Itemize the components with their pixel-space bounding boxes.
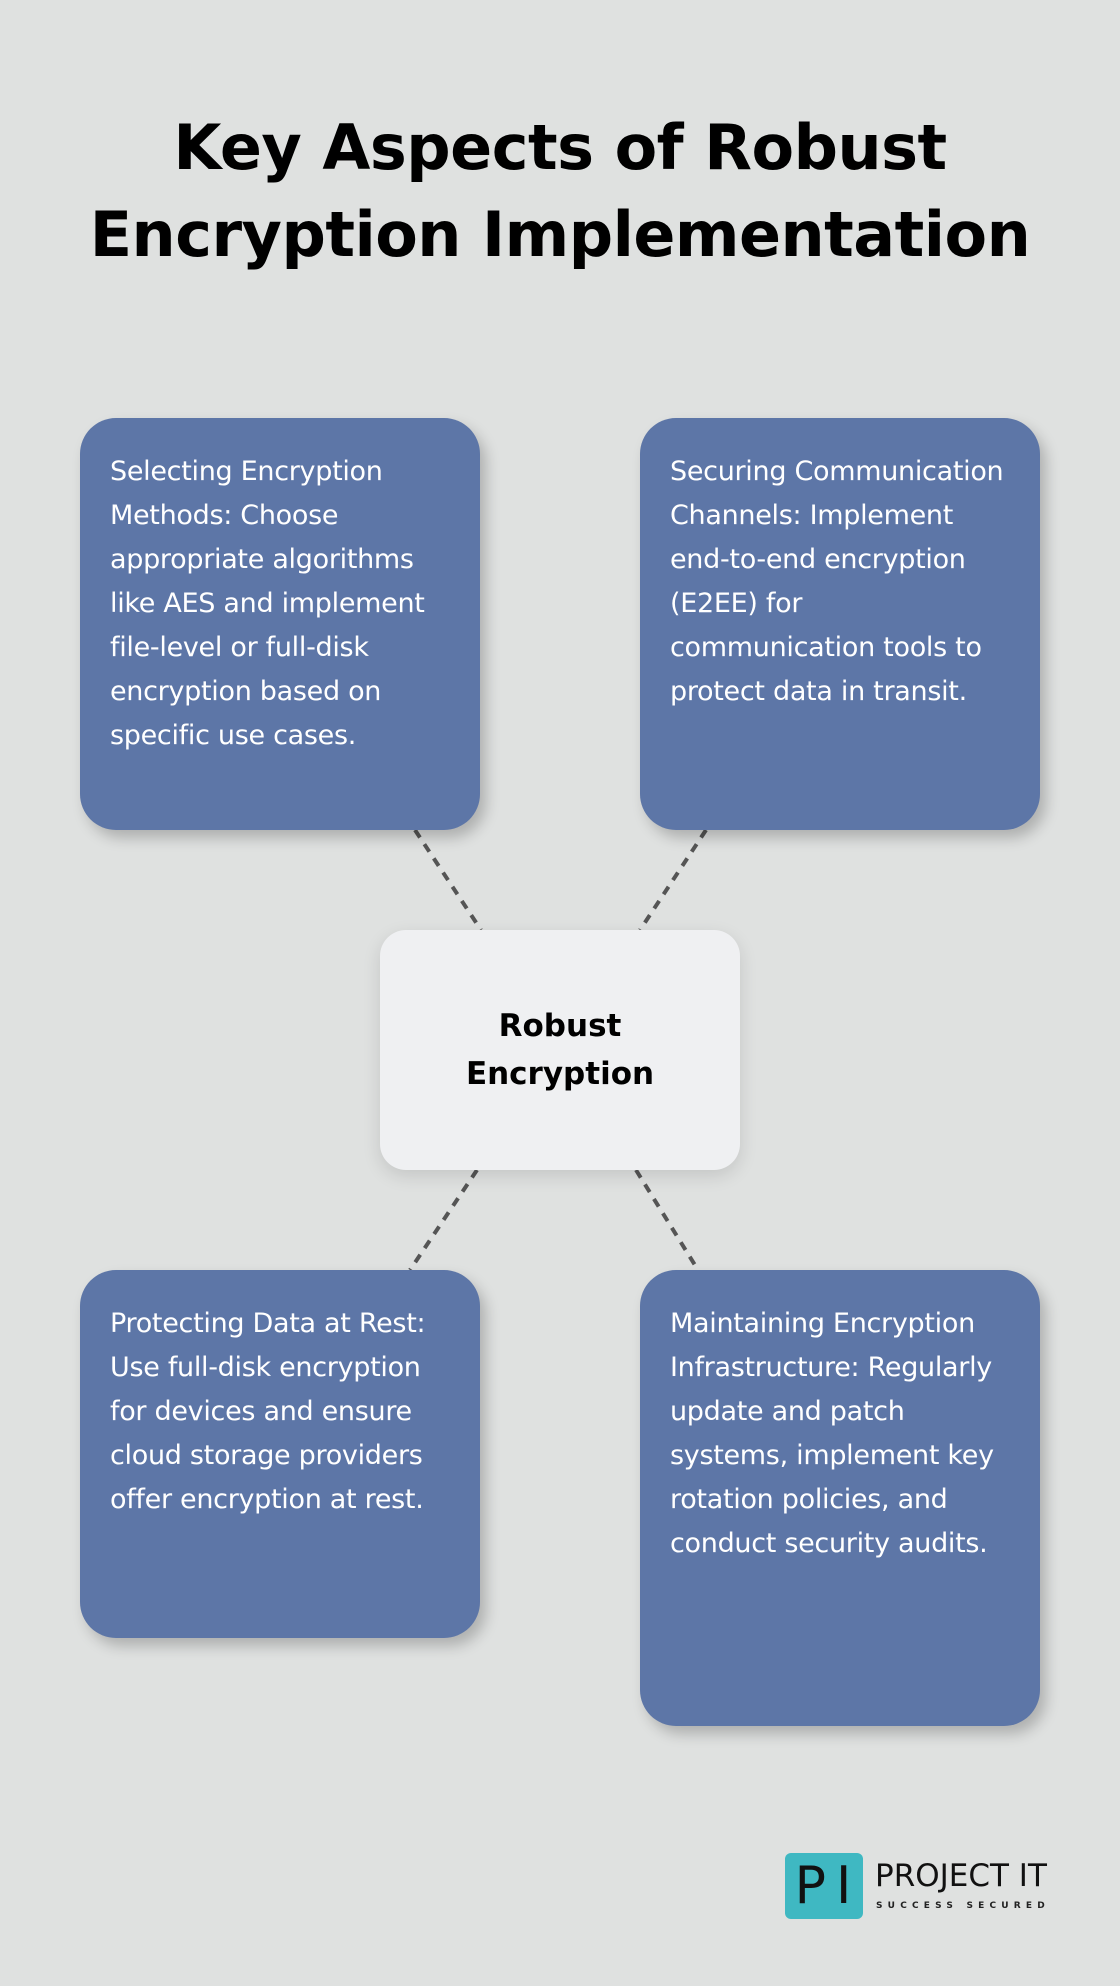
connector-top-right — [638, 828, 708, 932]
logo-tagline: SUCCESS SECURED — [876, 1901, 1050, 1911]
brand-logo: PI PROJECT IT SUCCESS SECURED — [785, 1853, 1065, 1919]
title-line-1: Key Aspects of Robust — [173, 111, 947, 184]
connector-bottom-left — [408, 1168, 479, 1272]
card-protecting-data-at-rest: Protecting Data at Rest: Use full-disk e… — [80, 1270, 480, 1638]
card-text: Selecting Encryption Methods: Choose app… — [110, 456, 425, 751]
connector-bottom-right — [634, 1168, 700, 1272]
card-securing-communication-channels: Securing Communication Channels: Impleme… — [640, 418, 1040, 830]
card-maintaining-encryption-infrastructure: Maintaining Encryption Infrastructure: R… — [640, 1270, 1040, 1726]
card-text: Protecting Data at Rest: Use full-disk e… — [110, 1308, 426, 1515]
logo-name: PROJECT IT — [875, 1858, 1047, 1894]
connector-top-left — [413, 828, 483, 932]
card-text: Securing Communication Channels: Impleme… — [670, 456, 1004, 707]
title-line-2: Encryption Implementation — [89, 198, 1031, 271]
card-text: Maintaining Encryption Infrastructure: R… — [670, 1308, 994, 1559]
logo-mark-icon: PI — [785, 1853, 863, 1919]
center-label: Robust Encryption — [465, 1008, 655, 1092]
center-node: Robust Encryption — [380, 930, 740, 1170]
card-selecting-encryption-methods: Selecting Encryption Methods: Choose app… — [80, 418, 480, 830]
page-title: Key Aspects of Robust Encryption Impleme… — [0, 104, 1120, 278]
